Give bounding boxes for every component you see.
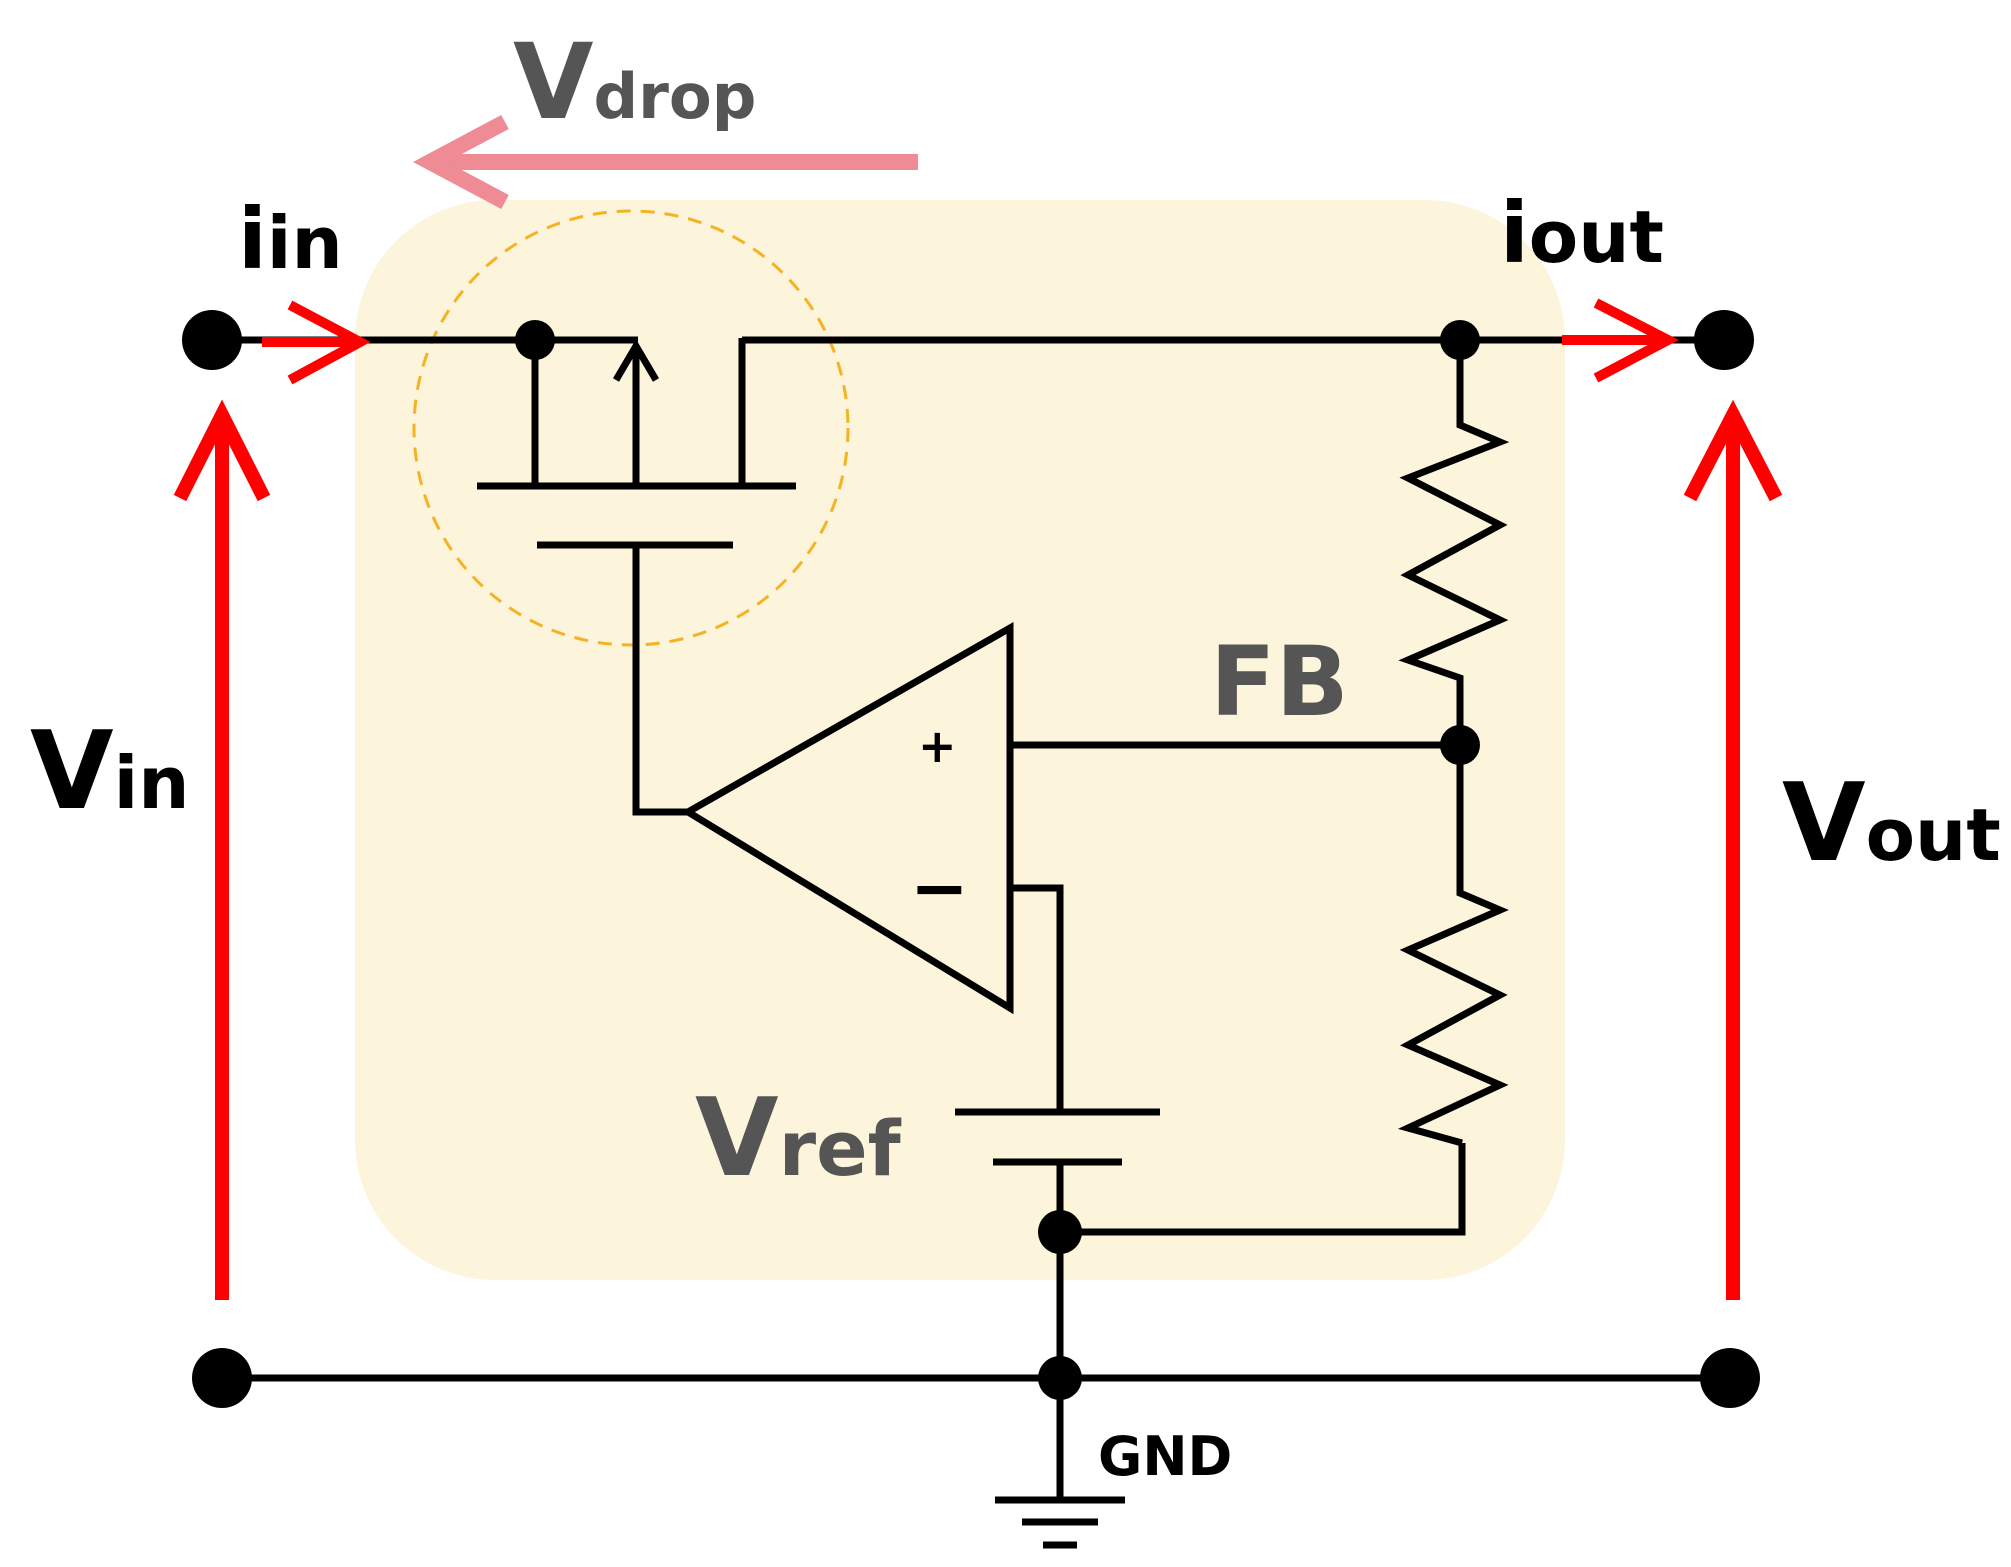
terminal-vin-bottom: [192, 1348, 252, 1408]
label-fb: FB: [1210, 626, 1349, 738]
regulator-block: [355, 200, 1565, 1280]
node-ground-internal: [1038, 1210, 1082, 1254]
label-vdrop: Vdrop: [513, 21, 756, 143]
current-arrows: [262, 298, 1679, 385]
mosfet-body-arrow: [612, 339, 660, 382]
i-in-arrow-head: [287, 300, 371, 385]
node-fb: [1440, 725, 1480, 765]
voltage-arrows: [173, 399, 1783, 1300]
reference-wire: [1010, 884, 1064, 1112]
resistor-top: [1398, 340, 1510, 745]
gate-drive-wire: [632, 545, 688, 816]
terminal-vout-bottom: [1700, 1348, 1760, 1408]
circuit-wires: [212, 336, 1730, 1549]
label-gnd: GND: [1098, 1425, 1232, 1488]
pass-transistor-highlight: [412, 209, 850, 647]
divider-ground-wire: [1060, 1143, 1466, 1236]
resistor-bottom: [1397, 745, 1509, 1147]
vout-arrow-head: [1683, 399, 1783, 502]
label-v-out: Vout: [1782, 761, 2001, 886]
error-amplifier: [681, 621, 1014, 1015]
node-output: [1440, 320, 1480, 360]
opamp-plus-label: +: [918, 719, 957, 773]
label-i-out: iout: [1500, 184, 1664, 282]
vin-arrow-head: [173, 399, 271, 502]
terminal-vout-top: [1694, 310, 1754, 370]
terminal-vin-top: [182, 310, 242, 370]
node-ground-rail: [1038, 1356, 1082, 1400]
junctions: [182, 310, 1760, 1408]
label-v-ref: Vref: [695, 1076, 902, 1201]
i-out-arrow-head: [1593, 298, 1679, 383]
label-v-in: Vin: [30, 709, 190, 834]
vdrop-arrow: [413, 114, 918, 210]
node-source: [515, 320, 555, 360]
vdrop-arrow-head: [413, 114, 509, 210]
opamp-minus-label: −: [910, 847, 969, 929]
label-i-in: iin: [238, 190, 343, 288]
